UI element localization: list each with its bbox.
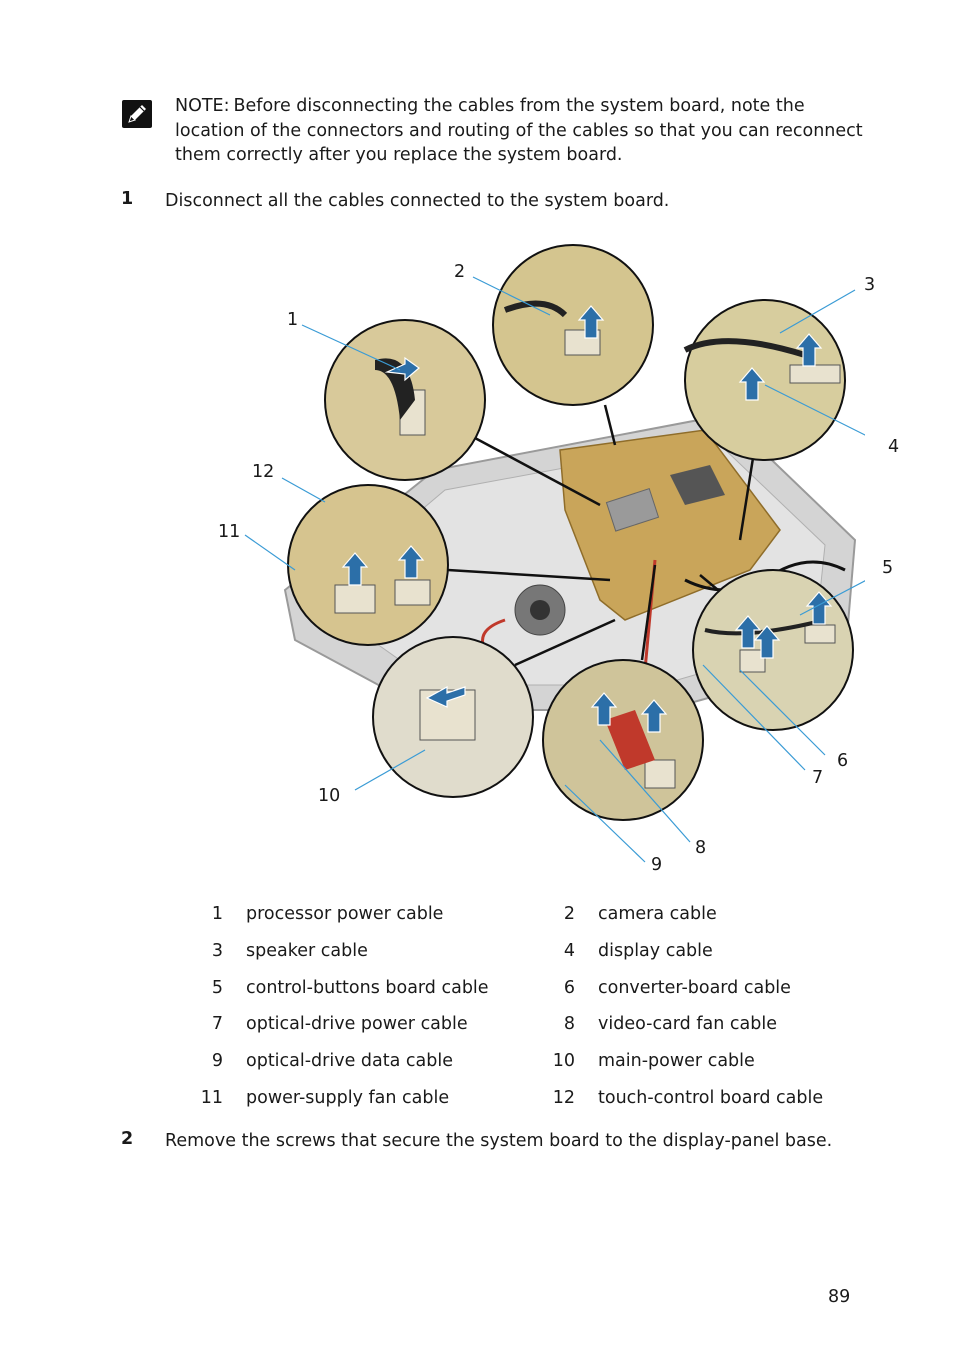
legend-number: 12 [552, 1087, 575, 1108]
callout-2: 2 [454, 262, 466, 282]
legend-number: 11 [200, 1087, 223, 1108]
legend-number: 6 [563, 977, 575, 998]
note-text: NOTE:Before disconnecting the cables fro… [175, 94, 875, 168]
legend-row: 11 power-supply fan cable 12 touch-contr… [198, 1084, 878, 1121]
legend-number: 4 [563, 940, 575, 961]
callout-6: 6 [837, 751, 849, 771]
legend-label: optical-drive power cable [246, 1014, 468, 1035]
legend-number: 9 [211, 1051, 223, 1072]
legend-row: 3 speaker cable 4 display cable [198, 937, 878, 974]
legend-number: 5 [211, 977, 223, 998]
callout-4: 4 [888, 437, 900, 457]
legend-number: 7 [211, 1014, 223, 1035]
legend-number: 2 [563, 904, 575, 924]
system-board-cables-figure: 1 2 3 4 5 6 7 8 9 10 11 12 [205, 240, 899, 890]
page-number: 89 [828, 1287, 851, 1307]
note-pencil-icon [122, 100, 152, 128]
step-2-text: Remove the screws that secure the system… [165, 1131, 833, 1151]
figure-illustration [244, 244, 877, 863]
legend-label: power-supply fan cable [246, 1087, 450, 1108]
legend-label: main-power cable [598, 1051, 755, 1072]
legend-number: 1 [211, 904, 223, 924]
legend-label: converter-board cable [598, 977, 791, 998]
legend-label: display cable [598, 940, 713, 961]
legend-row: 7 optical-drive power cable 8 video-card… [198, 1010, 878, 1047]
legend-label: video-card fan cable [598, 1014, 777, 1035]
callout-8: 8 [695, 838, 707, 858]
callout-9: 9 [651, 855, 663, 875]
step-1-text: Disconnect all the cables connected to t… [165, 191, 670, 211]
legend-label: optical-drive data cable [246, 1051, 453, 1072]
note-body: Before disconnecting the cables from the… [175, 96, 863, 165]
callout-10: 10 [318, 786, 341, 806]
callout-11: 11 [218, 522, 241, 542]
legend-row: 5 control-buttons board cable 6 converte… [198, 974, 878, 1011]
callout-1: 1 [287, 310, 299, 330]
note-label: NOTE: [175, 96, 230, 116]
legend-label: touch-control board cable [598, 1087, 824, 1108]
legend-number: 3 [211, 940, 223, 961]
callout-5: 5 [882, 558, 894, 578]
legend-label: processor power cable [246, 904, 444, 924]
legend-row: 1 processor power cable 2 camera cable [198, 900, 878, 937]
callout-legend-table: 1 processor power cable 2 camera cable 3… [198, 900, 878, 1121]
legend-number: 8 [563, 1014, 575, 1035]
step-1-number: 1 [121, 189, 134, 209]
legend-label: control-buttons board cable [246, 977, 489, 998]
legend-number: 10 [552, 1051, 575, 1072]
legend-row: 9 optical-drive data cable 10 main-power… [198, 1047, 878, 1084]
step-2-number: 2 [121, 1129, 134, 1149]
callout-3: 3 [864, 275, 876, 295]
legend-label: camera cable [598, 904, 717, 924]
callout-12: 12 [252, 462, 275, 482]
legend-label: speaker cable [246, 940, 368, 961]
callout-7: 7 [812, 768, 824, 788]
